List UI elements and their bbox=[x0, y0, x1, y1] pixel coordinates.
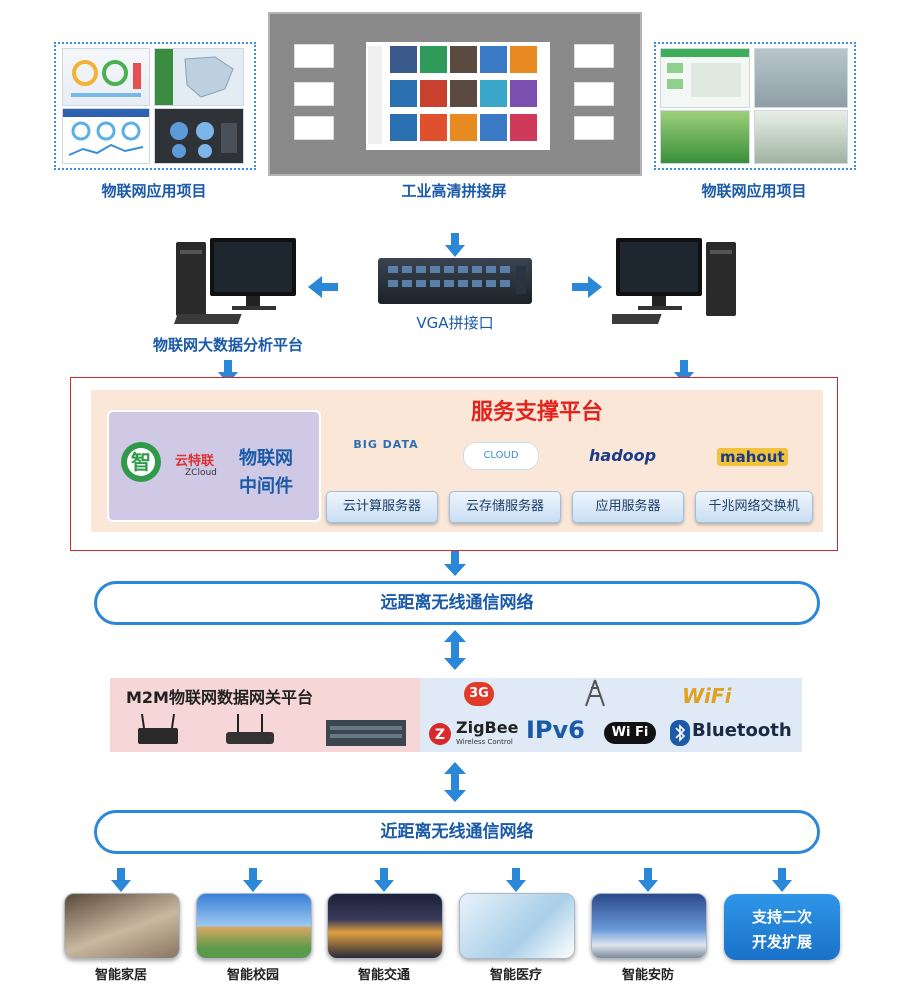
app-thumb-dials bbox=[62, 108, 150, 164]
bluetooth-logo-text: Bluetooth bbox=[692, 720, 792, 741]
dial-icon bbox=[63, 109, 149, 156]
middleware-box: 智 云特联 ZCloud 物联网 中间件 bbox=[107, 410, 321, 522]
svg-text:Z: Z bbox=[435, 727, 445, 743]
pie-chart-icon bbox=[170, 122, 237, 158]
app-server-button[interactable]: 应用服务器 bbox=[572, 491, 684, 523]
scene-smart-medical-label: 智能医疗 bbox=[489, 968, 542, 983]
scene-smart-traffic-image[interactable] bbox=[327, 893, 443, 959]
3g-logo-icon: 3G bbox=[464, 682, 494, 706]
bluetooth-icon bbox=[670, 720, 690, 746]
wifi-top-logo: WiFi bbox=[682, 684, 732, 708]
right-computer-icon bbox=[612, 238, 736, 324]
scene-smart-home-image[interactable] bbox=[64, 893, 180, 959]
cloud-logo-icon: CLOUD bbox=[463, 442, 539, 470]
scene-smart-medical-image[interactable] bbox=[459, 893, 575, 959]
tower-icon bbox=[585, 679, 605, 707]
arrow-right-icon bbox=[572, 276, 602, 298]
short-range-network-bar: 近距离无线通信网络 bbox=[94, 810, 820, 854]
left-app-label: 物联网应用项目 bbox=[101, 182, 207, 200]
develop-line1: 支持二次 bbox=[751, 908, 812, 926]
zcloud-logo-text: 云特联 bbox=[175, 454, 215, 469]
zhi-logo-icon: 智 bbox=[121, 442, 161, 482]
develop-line2: 开发扩展 bbox=[751, 933, 812, 951]
mahout-logo-icon: mahout bbox=[717, 448, 788, 466]
left-app-screens bbox=[54, 42, 256, 170]
map-icon bbox=[155, 49, 234, 105]
right-app-label: 物联网应用项目 bbox=[701, 182, 807, 200]
app-thumb-greenhouse bbox=[754, 48, 848, 108]
left-computer-icon bbox=[173, 238, 296, 324]
bigdata-logo-icon: BIG DATA bbox=[353, 438, 419, 451]
vga-splitter-icon bbox=[378, 258, 532, 304]
app-thumb-pies bbox=[154, 108, 244, 164]
scene-smart-campus-image[interactable] bbox=[196, 893, 312, 959]
zigbee-logo-text: ZigBee bbox=[456, 718, 519, 737]
cloud-compute-server-button[interactable]: 云计算服务器 bbox=[326, 491, 438, 523]
svg-text:智: 智 bbox=[131, 450, 151, 474]
wifi-badge-logo: Wi Fi bbox=[604, 722, 656, 744]
gigabit-switch-button[interactable]: 千兆网络交换机 bbox=[695, 491, 813, 523]
zigbee-sub-text: Wireless Control bbox=[456, 738, 513, 746]
video-wall bbox=[268, 12, 642, 176]
middleware-title-line2: 中间件 bbox=[239, 476, 293, 497]
cloud-storage-server-button[interactable]: 云存储服务器 bbox=[449, 491, 561, 523]
scene-smart-security-image[interactable] bbox=[591, 893, 707, 959]
dashboard-icon bbox=[661, 49, 749, 97]
middleware-title-line1: 物联网 bbox=[239, 448, 293, 469]
wall-center-screen bbox=[366, 42, 550, 150]
app-thumb-room bbox=[754, 110, 848, 164]
right-app-screens bbox=[654, 42, 856, 170]
gauge-icon bbox=[71, 60, 141, 97]
zigbee-icon: Z bbox=[429, 723, 451, 745]
wall-side-panels-right bbox=[574, 44, 614, 144]
app-thumb-gauges bbox=[62, 48, 150, 106]
gateway-devices-icon bbox=[138, 713, 406, 746]
long-range-network-bar: 远距离无线通信网络 bbox=[94, 581, 820, 625]
analysis-platform-label: 物联网大数据分析平台 bbox=[152, 336, 303, 354]
zcloud-logo-sub: ZCloud bbox=[185, 468, 217, 478]
scene-smart-home-label: 智能家居 bbox=[94, 968, 147, 983]
arrow-left-icon bbox=[308, 276, 338, 298]
video-wall-label: 工业高清拼接屏 bbox=[401, 182, 507, 200]
wall-side-panels-left bbox=[294, 44, 334, 144]
service-platform-title: 服务支撑平台 bbox=[471, 400, 604, 425]
scene-smart-traffic-label: 智能交通 bbox=[357, 968, 410, 983]
app-thumb-green-dash bbox=[660, 48, 750, 108]
app-thumb-map bbox=[154, 48, 244, 106]
protocols-panel: 3G WiFi Z ZigBee Wireless Control IPv6 W… bbox=[420, 678, 802, 752]
hadoop-logo-icon: hadoop bbox=[589, 446, 657, 465]
gateway-title: M2M物联网数据网关平台 bbox=[126, 688, 313, 707]
scene-smart-security-label: 智能安防 bbox=[621, 968, 674, 983]
app-thumb-plants bbox=[660, 110, 750, 164]
scene-smart-campus-label: 智能校园 bbox=[226, 968, 279, 983]
ipv6-logo: IPv6 bbox=[526, 716, 585, 744]
service-platform-frame: 智 云特联 ZCloud 物联网 中间件 服务支撑平台 BIG DATA CLO… bbox=[70, 377, 838, 551]
vga-label: VGA拼接口 bbox=[416, 314, 494, 332]
gateway-panel: M2M物联网数据网关平台 bbox=[110, 678, 420, 752]
develop-extension-box[interactable]: 支持二次 开发扩展 bbox=[724, 894, 840, 960]
